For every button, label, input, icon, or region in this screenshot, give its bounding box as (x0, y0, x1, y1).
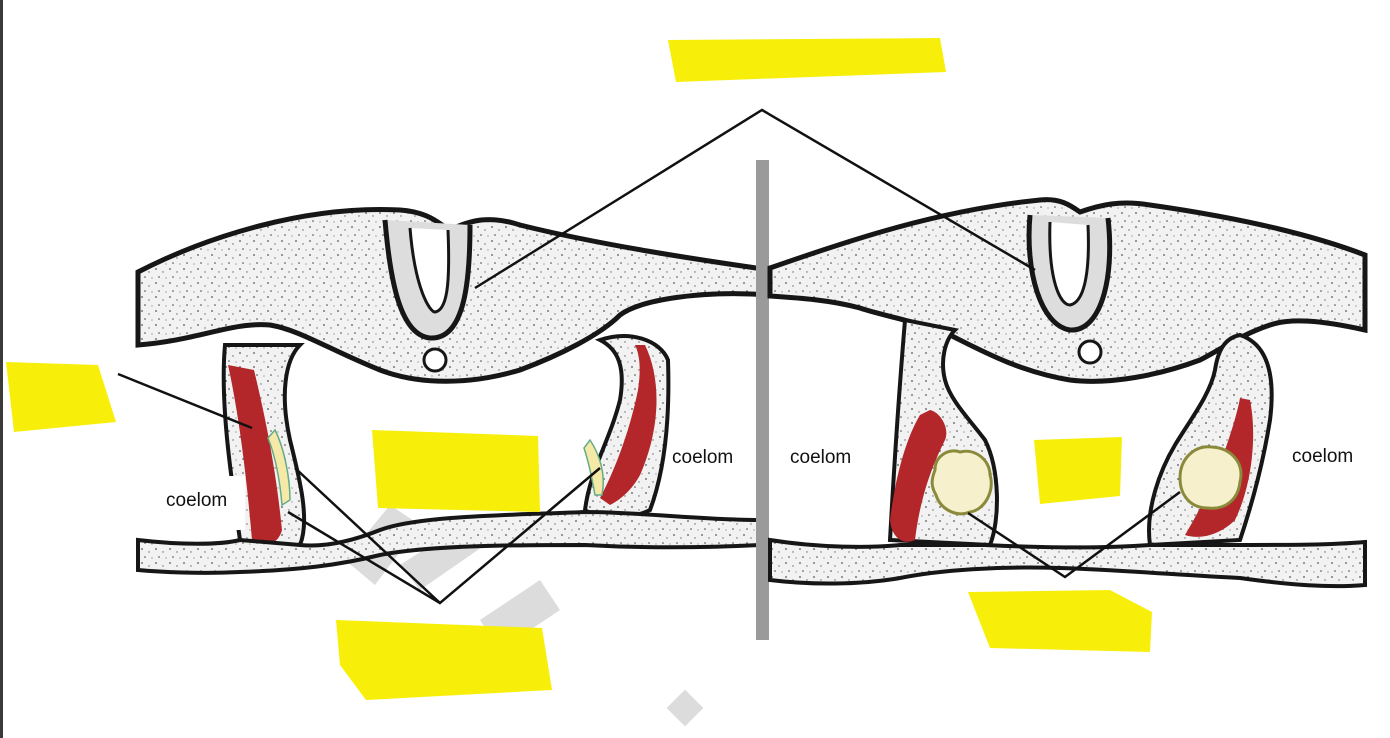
coelom-label-center-left: coelom (672, 447, 734, 468)
coelom-label-right: coelom (1292, 446, 1354, 467)
left-frame-edge (0, 0, 3, 738)
leader-lines (117, 108, 1181, 605)
coelom-label-center-right: coelom (790, 447, 852, 468)
top-leader-line (474, 108, 1036, 290)
left-mesoderm-leader-line (117, 372, 253, 430)
right-intermediate-structure-left (930, 449, 993, 516)
bottom-right-leader-line (967, 490, 1181, 579)
left-notochord (422, 347, 448, 373)
section-divider (756, 160, 769, 640)
highlight-left[interactable] (6, 362, 116, 432)
highlight-boxes (6, 38, 1152, 700)
highlight-top[interactable] (668, 38, 946, 82)
right-intermediate-structure-right (1178, 445, 1243, 510)
highlight-bottom-left[interactable] (336, 620, 552, 700)
right-mesoderm-left (890, 410, 947, 542)
highlight-right-center[interactable] (1034, 437, 1122, 504)
right-ventral-layer (768, 537, 1367, 589)
right-notochord (1077, 339, 1103, 365)
highlight-bottom-right[interactable] (968, 590, 1152, 652)
right-embryo-section (767, 197, 1368, 589)
left-mesoderm-right (600, 345, 657, 505)
coelom-label-left: coelom (152, 476, 246, 530)
bottom-left-leader-line-2 (287, 510, 441, 605)
left-embryo-section (135, 207, 773, 575)
left-mesoderm-left (228, 365, 282, 545)
highlight-left-center[interactable] (372, 430, 540, 512)
